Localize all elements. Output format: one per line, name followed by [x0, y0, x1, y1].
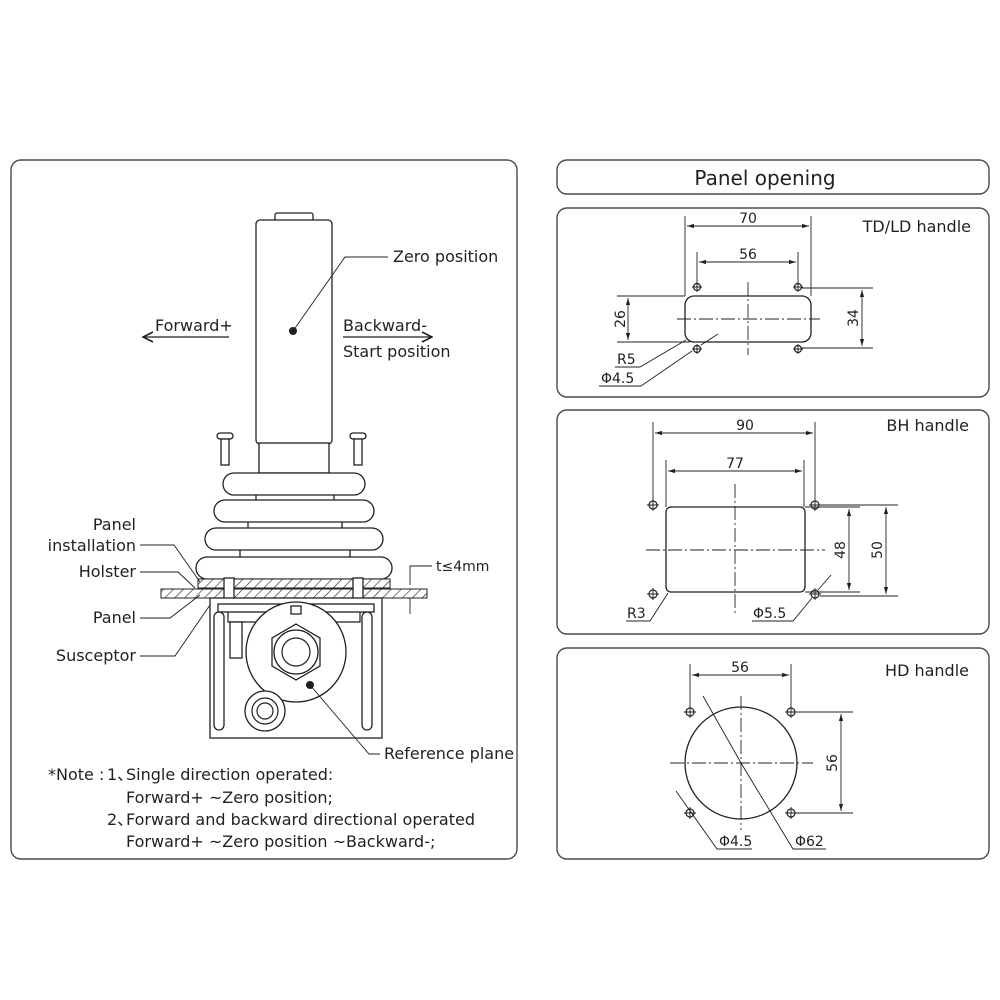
bh-hole-leader [752, 597, 813, 622]
housing-slot-left [213, 611, 225, 731]
bh-hole-dia: Φ5.5 [753, 606, 786, 622]
note-item1-line1: Single direction operated: [126, 765, 333, 784]
mounting-panel [160, 588, 428, 599]
susceptor-housing [209, 597, 383, 739]
reference-plane-leader [309, 684, 380, 755]
panel-leader [140, 594, 201, 619]
housing-slot-right [361, 611, 373, 731]
td-ld-handle-section: TD/LD handle 70 56 26 [556, 207, 990, 398]
zero-position-leader [292, 256, 388, 332]
panel-installation-leader [140, 544, 201, 583]
mounting-screw-right [349, 432, 367, 466]
bh-width-outer: 90 [736, 418, 754, 434]
holster-leader [140, 571, 196, 589]
hd-hole-dia: Φ4.5 [719, 834, 752, 850]
note-item2-line2: Forward+ ~Zero position ~Backward-; [126, 832, 435, 851]
hd-circle-dia-leader [702, 695, 826, 850]
bh-mounting-holes [647, 499, 821, 600]
hd-height-holes: 56 [825, 754, 841, 772]
mounting-screw-left [216, 432, 234, 466]
thickness-leader-top [409, 565, 432, 585]
bellows-ring-3 [204, 527, 384, 551]
panel-opening-title: Panel opening [694, 166, 835, 190]
td-ld-radius: R5 [617, 352, 636, 368]
zero-position-label: Zero position [393, 247, 498, 266]
panel-label: Panel [93, 608, 136, 627]
bh-radius-leader [626, 592, 669, 622]
thickness-label: t≤4mm [436, 559, 489, 575]
hd-title: HD handle [885, 661, 969, 680]
bh-height-holes: 50 [870, 541, 886, 559]
bh-opening [665, 506, 806, 593]
note-item2-number: 2、 [107, 810, 133, 829]
backward-label: Backward- [343, 316, 427, 335]
td-ld-mounting-holes [692, 282, 803, 354]
bh-height-opening: 48 [833, 541, 849, 559]
susceptor-leader [140, 604, 211, 657]
bellows-ring-2 [213, 499, 375, 523]
hd-width-holes: 56 [731, 660, 749, 676]
hd-hole-dia-leader [675, 790, 752, 850]
bh-title: BH handle [886, 416, 969, 435]
td-ld-radius-leader [615, 339, 687, 368]
td-ld-title: TD/LD handle [862, 217, 971, 236]
holster-plate [197, 578, 391, 589]
hd-handle-section: HD handle 56 56 Φ62 Φ4.5 [556, 647, 990, 860]
joystick-handle [255, 212, 333, 474]
bh-handle-section: BH handle 90 77 48 50 [556, 409, 990, 635]
reference-plane-label: Reference plane [384, 744, 514, 763]
note-block: *Note : 1、 Single direction operated: Fo… [48, 765, 475, 851]
bellows-ring-4 [195, 556, 393, 580]
handle-shaft [258, 442, 330, 474]
note-item1-number: 1、 [107, 765, 133, 784]
bellows-ring-1 [222, 472, 366, 496]
td-ld-width-holes: 56 [739, 247, 757, 263]
holster-label: Holster [79, 562, 137, 581]
panel-installation-label-1: Panel [93, 515, 136, 534]
start-position-label: Start position [343, 342, 451, 361]
hd-circle-dia: Φ62 [795, 834, 824, 850]
hd-mounting-holes [684, 706, 797, 819]
panel-opening-title-frame [556, 159, 990, 195]
bellows-boot [195, 472, 393, 580]
forward-label: Forward+ [155, 316, 233, 335]
right-panel: Panel opening TD/LD handle 70 56 [556, 159, 990, 860]
td-ld-width-outer: 70 [739, 211, 757, 227]
td-ld-hole-leader [599, 350, 693, 387]
td-ld-hole-dia: Φ4.5 [601, 371, 634, 387]
left-panel: Zero position Forward+ Backward- Start p… [10, 159, 518, 860]
cable-gland [244, 690, 286, 732]
note-item2-line1: Forward and backward directional operate… [126, 810, 475, 829]
td-ld-height-holes: 34 [846, 309, 862, 327]
note-item1-line2: Forward+ ~Zero position; [126, 788, 333, 807]
panel-installation-label-2: installation [48, 536, 136, 555]
note-prefix: *Note : [48, 765, 104, 784]
td-ld-height-opening: 26 [613, 310, 629, 328]
bh-radius: R3 [627, 606, 646, 622]
susceptor-label: Susceptor [56, 646, 136, 665]
bh-width-opening: 77 [726, 456, 744, 472]
